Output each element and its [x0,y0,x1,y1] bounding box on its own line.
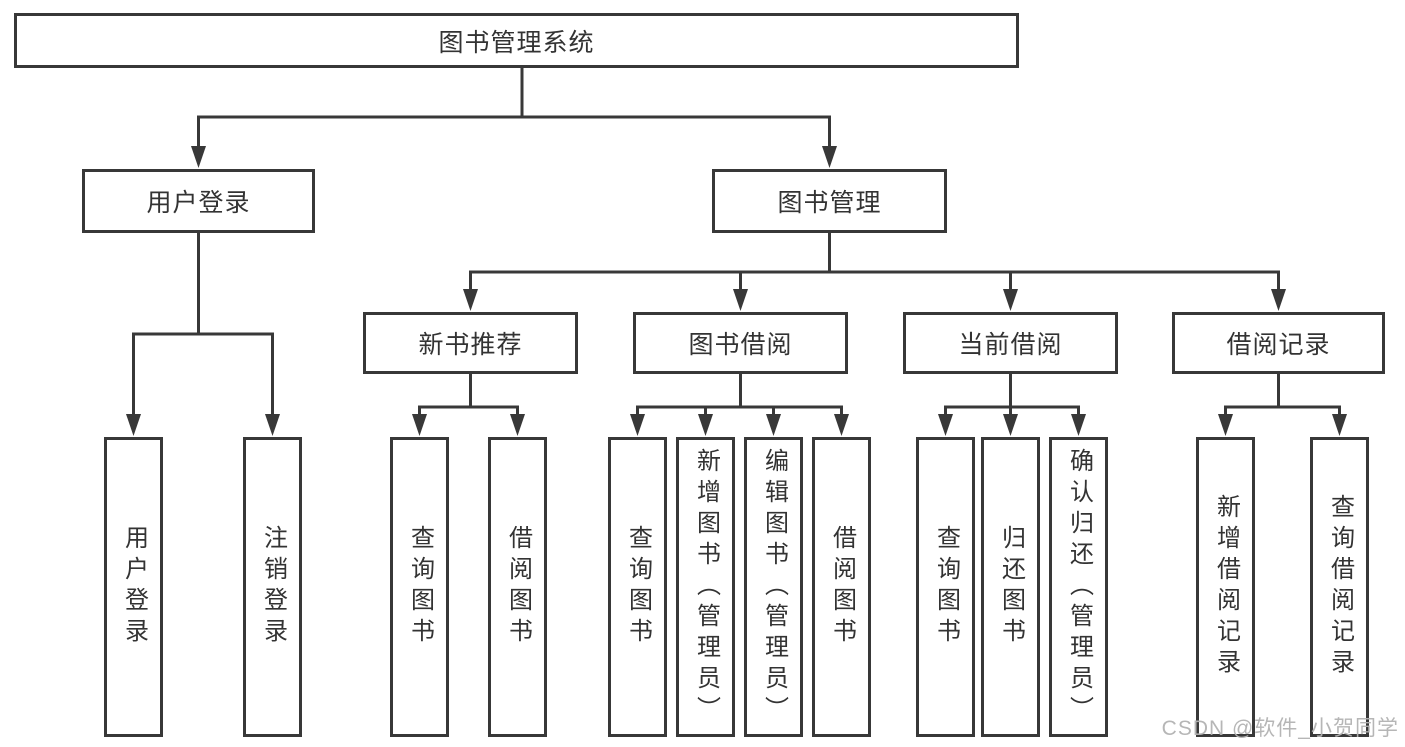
csdn-watermark: CSDN @软件_小贺同学 [1161,717,1399,740]
leaf-label: 注销登录 [259,525,287,649]
leaf-add-borrow-record: 新增借阅记录 [1196,437,1255,737]
arrowhead-icons [126,146,1347,436]
leaf-query-borrow-record: 查询借阅记录 [1310,437,1369,737]
leaf-query-books-current: 查询图书 [916,437,975,737]
leaf-confirm-return-admin: 确认归还（管理员） [1049,437,1108,737]
leaf-borrow-books: 借阅图书 [812,437,871,737]
leaf-borrow-books-recommend: 借阅图书 [488,437,547,737]
leaf-logout: 注销登录 [243,437,302,737]
leaf-label: 查询借阅记录 [1326,494,1354,680]
leaf-label: 借阅图书 [828,525,856,649]
node-book-borrowing: 图书借阅 [633,312,848,374]
node-root-system: 图书管理系统 [14,13,1019,68]
node-user-login: 用户登录 [82,169,315,233]
leaf-user-login: 用户登录 [104,437,163,737]
leaf-query-books-recommend: 查询图书 [390,437,449,737]
leaf-add-books-admin: 新增图书（管理员） [676,437,735,737]
leaf-label: 借阅图书 [504,525,532,649]
leaf-label: 查询图书 [932,525,960,649]
leaf-query-books-borrowing: 查询图书 [608,437,667,737]
leaf-label: 新增图书（管理员） [692,447,720,727]
leaf-label: 查询图书 [624,525,652,649]
leaf-edit-books-admin: 编辑图书（管理员） [744,437,803,737]
leaf-label: 用户登录 [120,525,148,649]
leaf-label: 归还图书 [997,525,1025,649]
node-book-management: 图书管理 [712,169,947,233]
leaf-return-books: 归还图书 [981,437,1040,737]
leaf-label: 编辑图书（管理员） [760,447,788,727]
leaf-label: 确认归还（管理员） [1065,447,1093,727]
leaf-label: 新增借阅记录 [1212,494,1240,680]
leaf-label: 查询图书 [406,525,434,649]
node-current-borrowing: 当前借阅 [903,312,1118,374]
node-borrowing-records: 借阅记录 [1172,312,1385,374]
node-new-book-recommend: 新书推荐 [363,312,578,374]
